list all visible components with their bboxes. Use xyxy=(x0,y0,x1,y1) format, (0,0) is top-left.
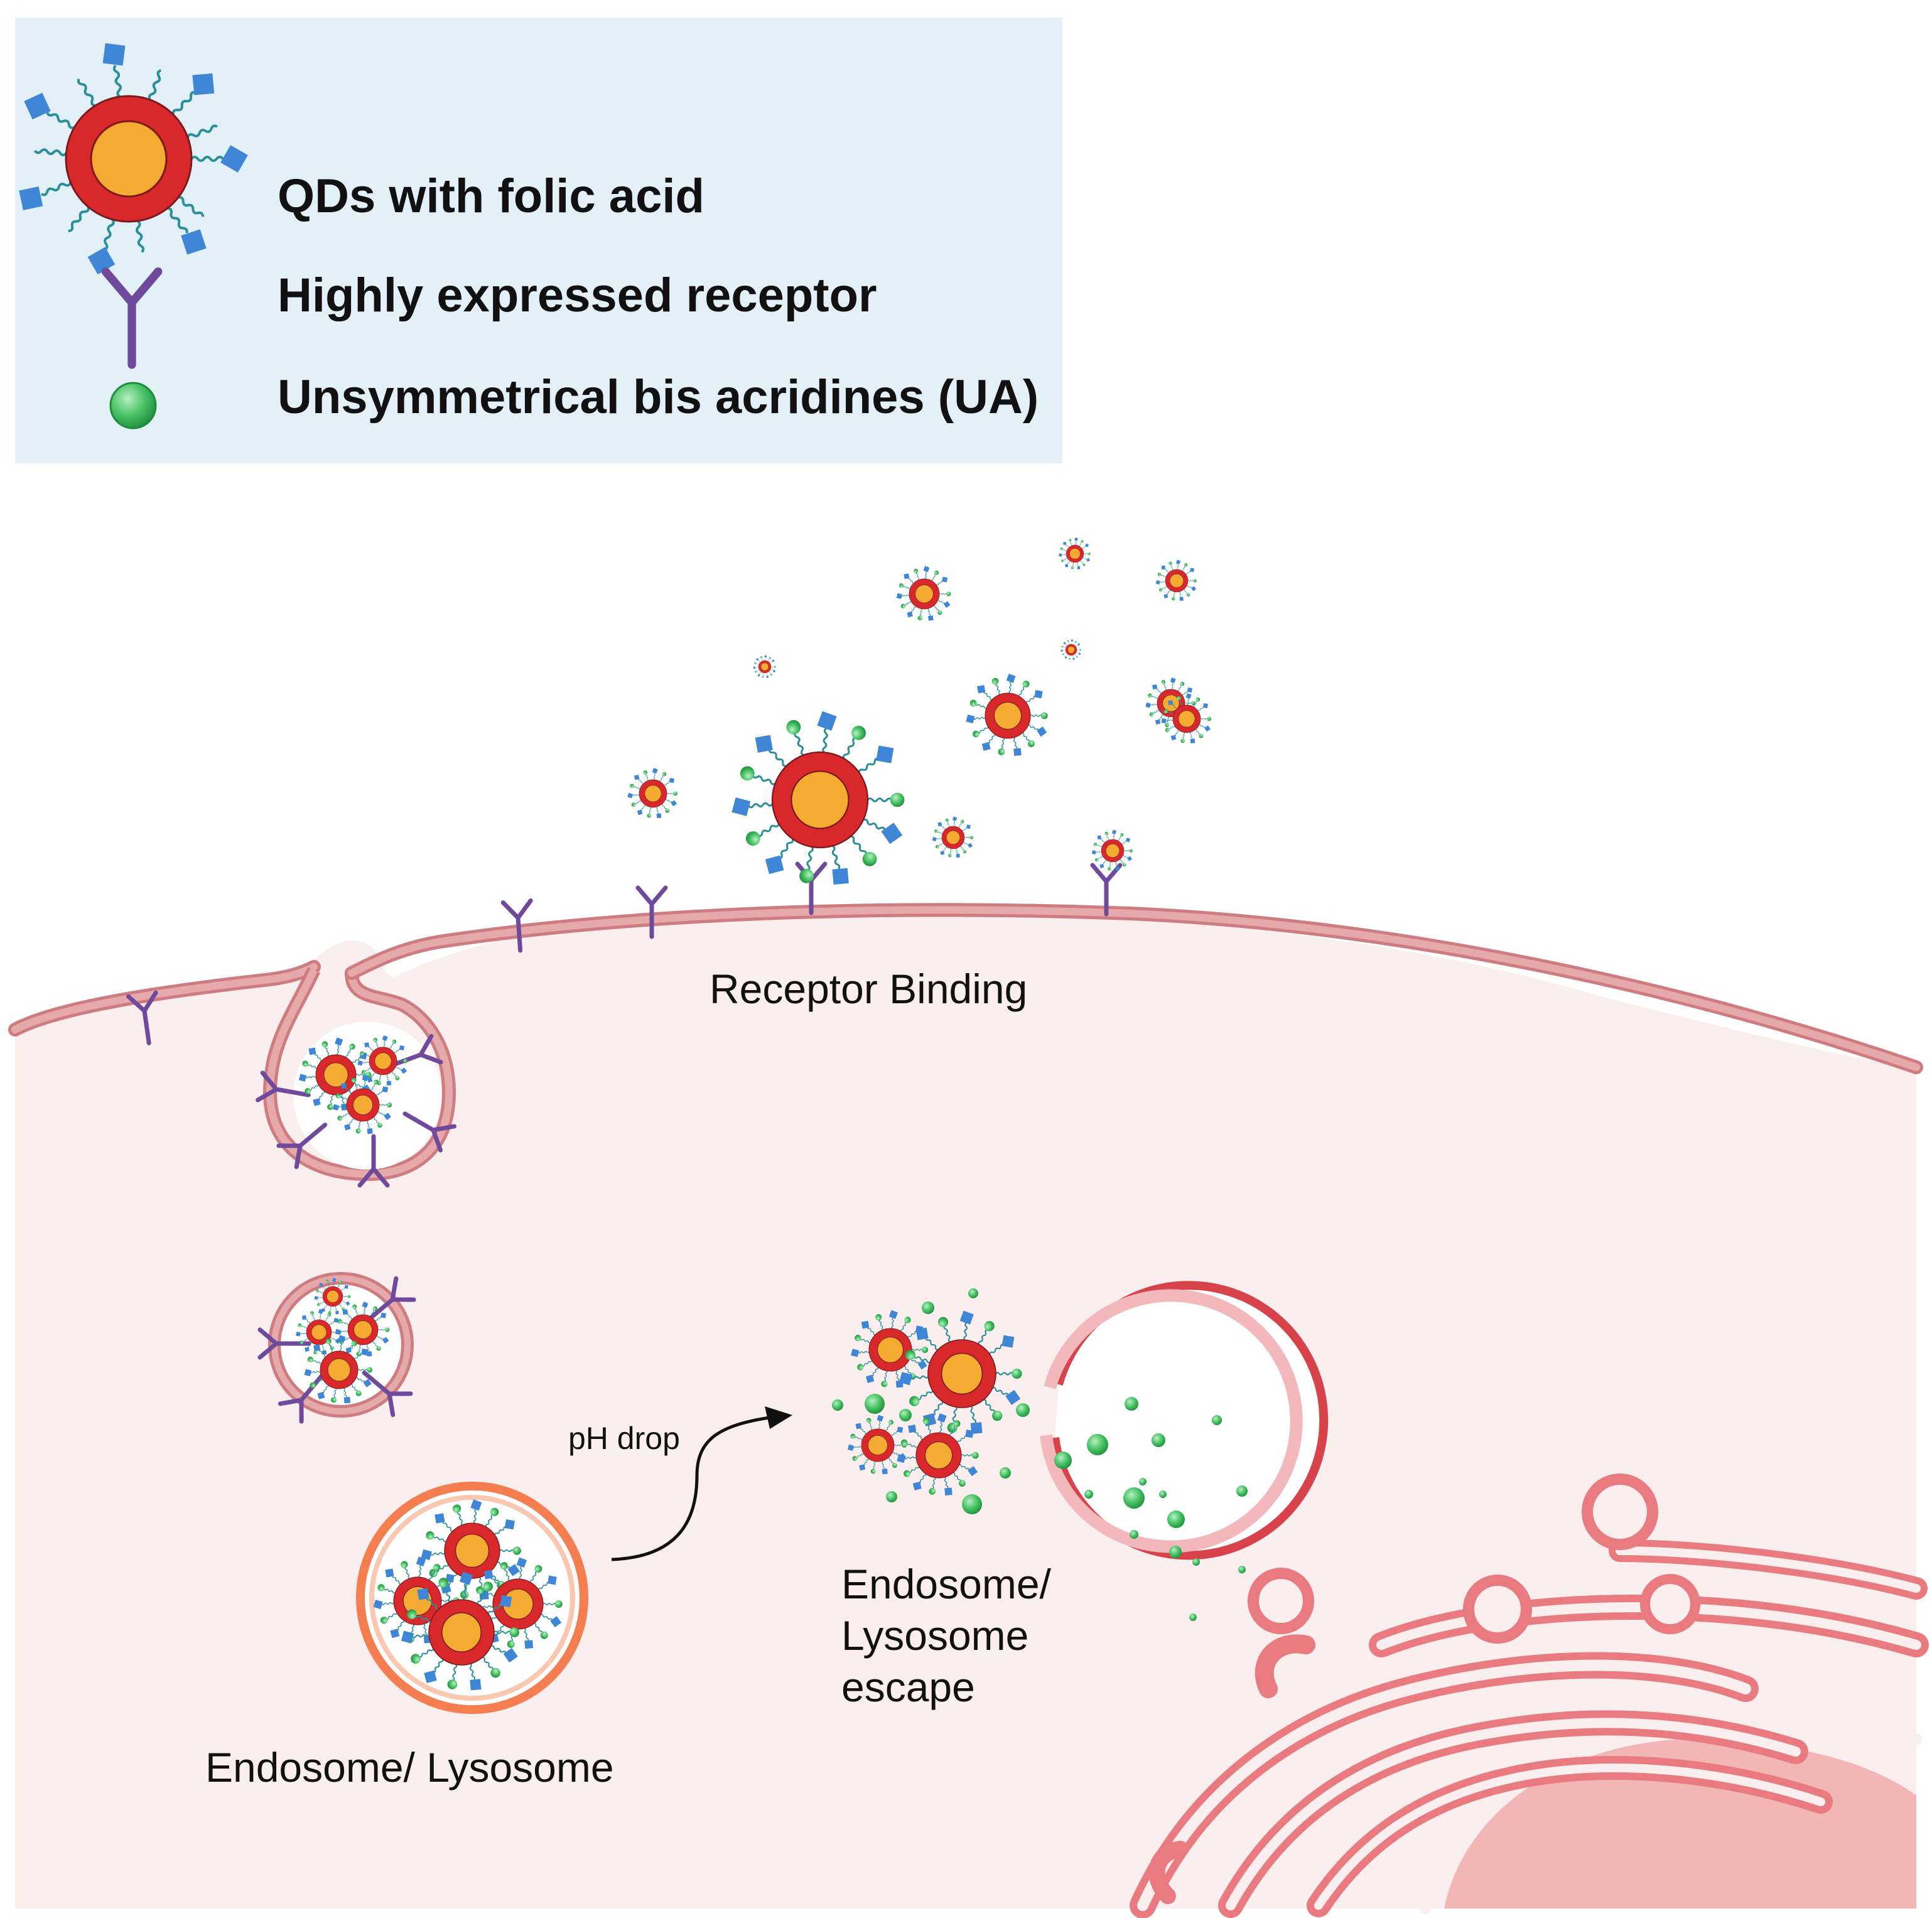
legend-label-ua: Unsymmetrical bis acridines (UA) xyxy=(278,370,1039,424)
legend: QDs with folic acid Highly expressed rec… xyxy=(15,18,1062,463)
qd-small xyxy=(1060,639,1081,660)
ph-drop-arrow xyxy=(611,1416,770,1561)
vesicle xyxy=(1463,1575,1532,1644)
qd-small xyxy=(896,566,951,622)
nucleus-er xyxy=(1130,1474,1929,1918)
legend-label-receptor: Highly expressed receptor xyxy=(278,269,877,322)
qd-medium xyxy=(965,674,1048,757)
label-receptor-binding: Receptor Binding xyxy=(710,966,1027,1012)
qd-bound-large xyxy=(730,711,905,887)
qd-small xyxy=(627,768,678,819)
escaping-endosome xyxy=(832,1281,1329,1560)
qd-small xyxy=(1091,829,1133,871)
label-escape-line2: Lysosome xyxy=(841,1612,1028,1659)
escaped-ua xyxy=(1054,1397,1248,1621)
er-cisternae xyxy=(1130,1539,1929,1918)
extracellular-qds xyxy=(627,537,1212,887)
vesicle xyxy=(1248,1568,1314,1634)
endosome-lysosome xyxy=(356,1482,588,1714)
qd-small xyxy=(932,816,973,858)
qd-small xyxy=(753,655,776,678)
arrowhead-icon xyxy=(765,1406,792,1429)
ua-sphere-icon xyxy=(109,382,157,429)
qd-small xyxy=(1155,559,1197,601)
label-escape-line1: Endosome/ xyxy=(841,1561,1052,1607)
legend-label-qd: QDs with folic acid xyxy=(278,170,704,223)
label-ph-drop: pH drop xyxy=(568,1421,680,1456)
qd-small xyxy=(1059,537,1091,570)
label-escape-line3: escape xyxy=(841,1664,975,1710)
early-endosome xyxy=(260,1272,414,1421)
label-endosome-lysosome: Endosome/ Lysosome xyxy=(205,1744,614,1791)
vesicle xyxy=(1640,1574,1700,1634)
vesicle xyxy=(1582,1474,1658,1550)
